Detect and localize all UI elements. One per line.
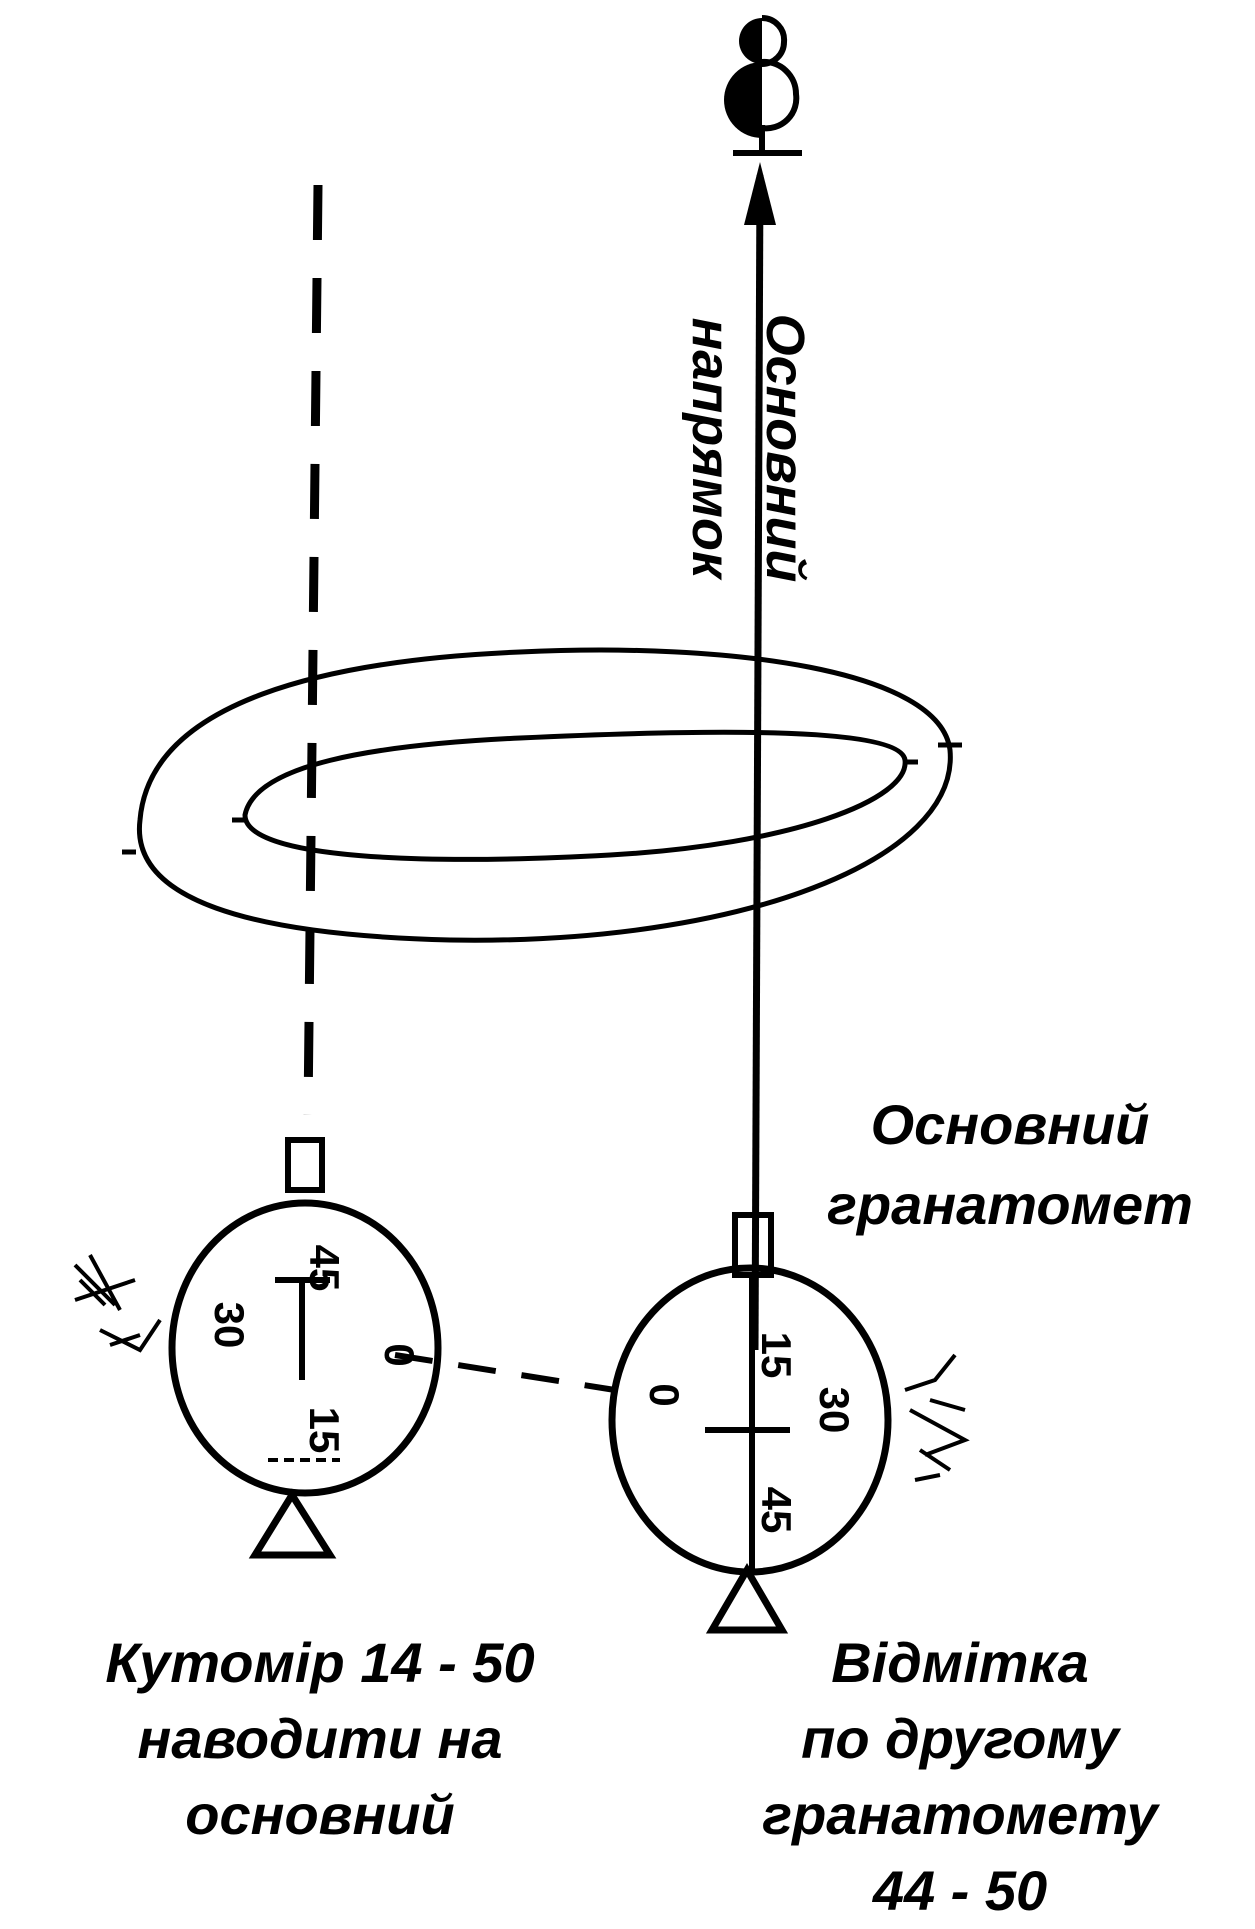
- right-dial-mark-0: 0: [641, 1383, 688, 1406]
- right-dial-mark-30: 30: [811, 1387, 858, 1434]
- left-dial-mark-0: 0: [376, 1343, 423, 1366]
- main-direction-label-line2: напрямок: [681, 317, 741, 579]
- right-caption-line2: по другому: [801, 1707, 1119, 1770]
- main-launcher-label: Основний гранатомет: [780, 1085, 1240, 1245]
- right-dial-mark-15: 15: [753, 1332, 800, 1379]
- left-caption-line1: Кутомір 14 - 50: [105, 1631, 535, 1694]
- left-dashed-line: [303, 184, 323, 1116]
- main-direction-line: [751, 174, 764, 1351]
- main-direction-label-line1: Основний: [755, 313, 815, 583]
- right-caption-line3: гранатомету: [762, 1783, 1158, 1846]
- connector-dashed-line: [394, 1352, 616, 1393]
- main-launcher-label-line1: Основний: [870, 1093, 1150, 1156]
- left-caption-line3: основний: [185, 1783, 455, 1846]
- left-dial-mark-45: 45: [301, 1245, 348, 1292]
- reference-point-icon: [724, 14, 802, 156]
- left-launcher-triangle-icon: [248, 1488, 337, 1559]
- left-dial-mark-30: 30: [206, 1302, 253, 1349]
- main-direction-label: Основний напрямок: [672, 188, 822, 708]
- right-caption-line4: 44 - 50: [872, 1859, 1048, 1922]
- right-caption: Відмітка по другому гранатомету 44 - 50: [680, 1625, 1240, 1929]
- main-launcher-label-line2: гранатомет: [827, 1173, 1193, 1236]
- right-launcher-scribble-icon: [904, 1353, 970, 1482]
- left-dial-mark-15: 15: [301, 1407, 348, 1454]
- main-direction-arrowhead: [744, 162, 776, 225]
- left-caption-line2: наводити на: [137, 1707, 503, 1770]
- left-launcher-dial: [73, 1137, 442, 1559]
- right-launcher-dial: [608, 1212, 970, 1634]
- right-dial-mark-45: 45: [753, 1487, 800, 1534]
- left-caption: Кутомір 14 - 50 наводити на основний: [20, 1625, 620, 1853]
- right-launcher-triangle-icon: [705, 1563, 789, 1634]
- terrain-contour: [122, 647, 962, 943]
- right-caption-line1: Відмітка: [831, 1631, 1089, 1694]
- left-launcher-scribble-icon: [73, 1254, 162, 1353]
